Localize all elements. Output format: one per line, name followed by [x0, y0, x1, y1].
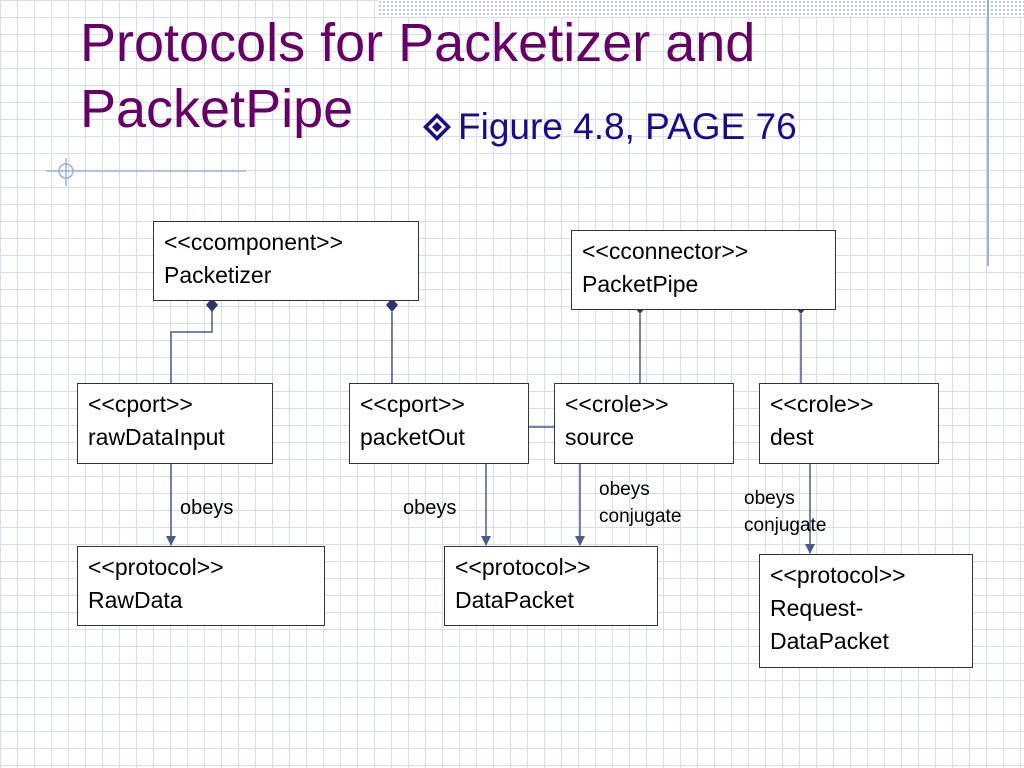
packetizer-name: Packetizer: [164, 262, 272, 288]
source-obeys-conjugate-label: obeys conjugate: [599, 476, 681, 530]
source-stereotype: <<crole>>: [565, 391, 669, 417]
requestdatapacket-protocol-box: <<protocol>> Request- DataPacket: [759, 554, 973, 668]
rawdata-name: RawData: [88, 587, 183, 613]
source-role-box: <<crole>> source: [554, 383, 734, 464]
left-accent-ring: [58, 163, 74, 179]
requestdatapacket-name-line2: DataPacket: [770, 628, 889, 654]
packetout-port-box: <<cport>> packetOut: [349, 383, 529, 464]
dest-obeys-text: obeys: [744, 488, 795, 509]
dest-role-box: <<crole>> dest: [759, 383, 939, 464]
rawdatainput-obeys-label: obeys: [180, 497, 234, 519]
rawdatainput-stereotype: <<cport>>: [88, 391, 193, 417]
requestdatapacket-name-line1: Request-: [770, 595, 864, 621]
datapacket-stereotype: <<protocol>>: [455, 554, 591, 580]
composition-diamond-icon: [206, 298, 218, 312]
packetout-name: packetOut: [360, 424, 465, 450]
rawdata-stereotype: <<protocol>>: [88, 554, 224, 580]
rawdatainput-name: rawDataInput: [88, 424, 225, 450]
slide-header-dot-band: [378, 0, 1024, 17]
packetizer-component-box: <<ccomponent>> Packetizer: [153, 221, 419, 301]
source-obeys-text: obeys: [599, 479, 650, 500]
requestdatapacket-stereotype: <<protocol>>: [770, 562, 906, 588]
datapacket-protocol-box: <<protocol>> DataPacket: [444, 546, 658, 626]
datapacket-name: DataPacket: [455, 587, 574, 613]
figure-reference-text: Figure 4.8, PAGE 76: [458, 106, 797, 147]
rawdatainput-port-box: <<cport>> rawDataInput: [77, 383, 273, 464]
packetpipe-stereotype: <<cconnector>>: [582, 238, 749, 264]
diamond-bullet-icon: [423, 113, 451, 141]
page-title-line2: PacketPipe: [80, 79, 354, 139]
figure-reference-bullet: Figure 4.8, PAGE 76: [420, 106, 797, 148]
composition-diamond-icon: [386, 298, 398, 312]
packetout-stereotype: <<cport>>: [360, 391, 465, 417]
dest-name: dest: [770, 424, 814, 450]
packetizer-stereotype: <<ccomponent>>: [164, 229, 344, 255]
edge-packetizer-rawdatainput: [170, 305, 213, 383]
packetout-obeys-label: obeys: [403, 497, 457, 519]
dest-conjugate-text: conjugate: [744, 515, 827, 536]
packetpipe-connector-box: <<cconnector>> PacketPipe: [571, 230, 836, 310]
page-title: Protocols for Packetizer and PacketPipe: [80, 10, 755, 142]
rawdata-protocol-box: <<protocol>> RawData: [77, 546, 325, 626]
source-conjugate-text: conjugate: [599, 506, 682, 527]
dest-obeys-conjugate-label: obeys conjugate: [744, 485, 826, 539]
dest-stereotype: <<crole>>: [770, 391, 874, 417]
packetpipe-name: PacketPipe: [582, 271, 699, 297]
source-name: source: [565, 424, 635, 450]
page-title-line1: Protocols for Packetizer and: [80, 13, 756, 73]
